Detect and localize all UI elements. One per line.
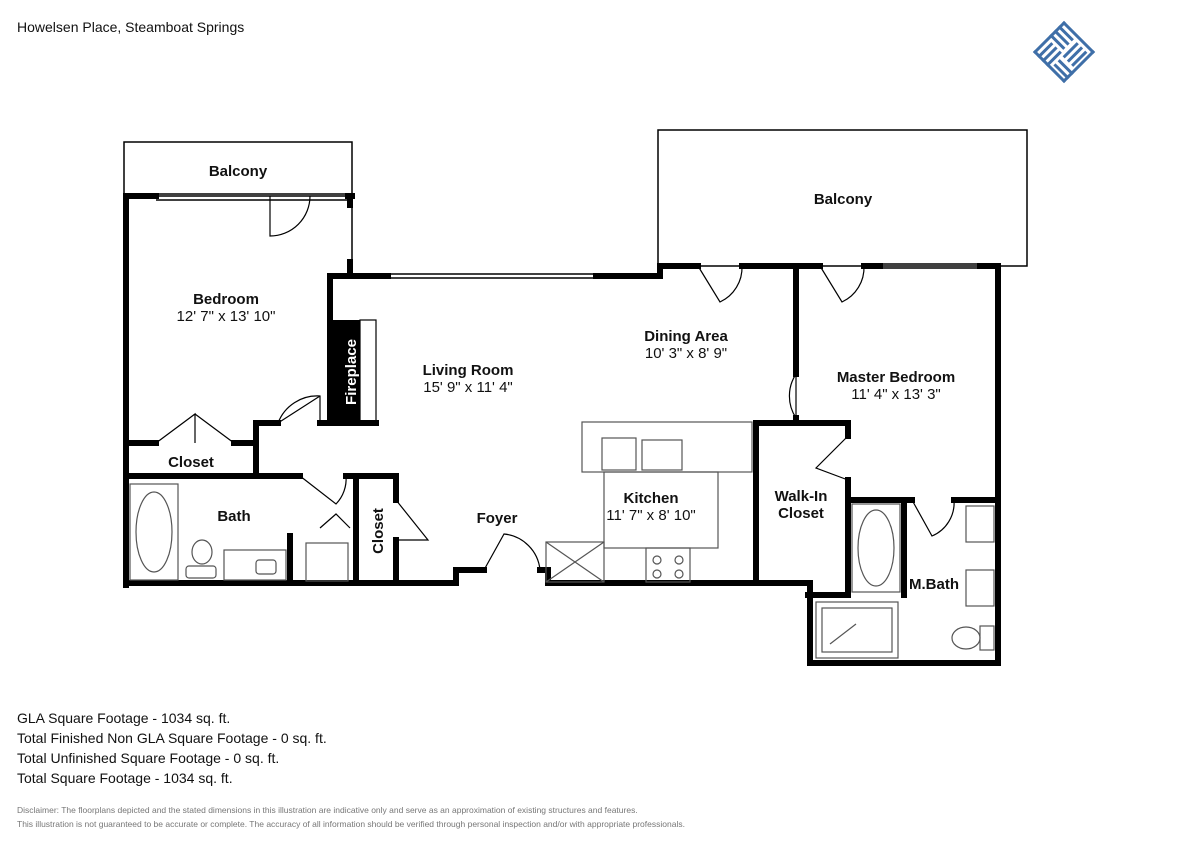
shower-icon: [815, 601, 899, 659]
master-sink-1-icon: [965, 505, 995, 543]
fireplace-label: Fireplace: [343, 339, 360, 405]
unfinished-footage: Total Unfinished Square Footage - 0 sq. …: [17, 750, 280, 766]
logo-graphic: [1032, 20, 1096, 84]
gla-footage: GLA Square Footage - 1034 sq. ft.: [17, 710, 231, 726]
balcony-left-label: Balcony: [209, 163, 268, 180]
foyer-closet-label: Closet: [370, 508, 387, 554]
kitchen-dims: 11' 7" x 8' 10": [606, 507, 696, 524]
fixtures: [129, 421, 995, 659]
balcony-left-outline: [123, 141, 353, 195]
kitchen-label: Kitchen: [623, 490, 678, 507]
walls: [123, 193, 1001, 666]
master-sink-2-icon: [965, 569, 995, 607]
floor-plan: Balcony Balcony Bedroom 12' 7" x 13' 10"…: [123, 129, 1028, 666]
bathtub-icon: [135, 491, 173, 573]
walk-in-closet-label-line1: Walk-In: [775, 488, 828, 505]
sink-icon: [641, 439, 683, 471]
balcony-right-label: Balcony: [814, 191, 873, 208]
bedroom-label: Bedroom: [193, 291, 259, 308]
balcony-right-outline: [657, 129, 1028, 267]
windows: [156, 195, 980, 279]
master-bath-label: M.Bath: [909, 576, 959, 593]
foyer-label: Foyer: [477, 510, 518, 527]
disclaimer-line-1: Disclaimer: The floorplans depicted and …: [17, 805, 638, 815]
kitchen-counter: [581, 421, 753, 473]
total-footage: Total Square Footage - 1034 sq. ft.: [17, 770, 233, 786]
fridge-icon: [601, 437, 637, 471]
toilet-icon: [191, 539, 213, 565]
pantry-icon: [545, 541, 605, 583]
walk-in-closet-label-line2: Closet: [778, 505, 824, 522]
living-room-label: Living Room: [423, 362, 514, 379]
stove-icon: [645, 547, 691, 583]
vanity-icon: [223, 549, 287, 581]
master-bedroom-label: Master Bedroom: [837, 369, 955, 386]
bath-label: Bath: [217, 508, 250, 525]
woven-diamond-logo-icon: [1032, 20, 1096, 89]
master-tub-icon: [857, 509, 895, 587]
bedroom-closet-label: Closet: [168, 454, 214, 471]
fireplace-block: [330, 320, 360, 423]
master-bedroom-dims: 11' 4" x 13' 3": [851, 386, 941, 403]
doors: [155, 195, 955, 571]
finished-non-gla-footage: Total Finished Non GLA Square Footage - …: [17, 730, 327, 746]
bedroom-dims: 12' 7" x 13' 10": [177, 308, 276, 325]
washer-icon: [305, 542, 349, 582]
dining-area-label: Dining Area: [644, 328, 728, 345]
master-toilet-icon: [951, 626, 981, 650]
page-title: Howelsen Place, Steamboat Springs: [17, 19, 245, 35]
living-room-dims: 15' 9" x 11' 4": [423, 379, 513, 396]
dining-area-dims: 10' 3" x 8' 9": [645, 345, 727, 362]
disclaimer-line-2: This illustration is not guaranteed to b…: [17, 819, 685, 829]
square-footage-summary: GLA Square Footage - 1034 sq. ft. Total …: [17, 708, 327, 788]
fireplace-hearth: [359, 319, 377, 424]
disclaimer: Disclaimer: The floorplans depicted and …: [17, 803, 685, 831]
